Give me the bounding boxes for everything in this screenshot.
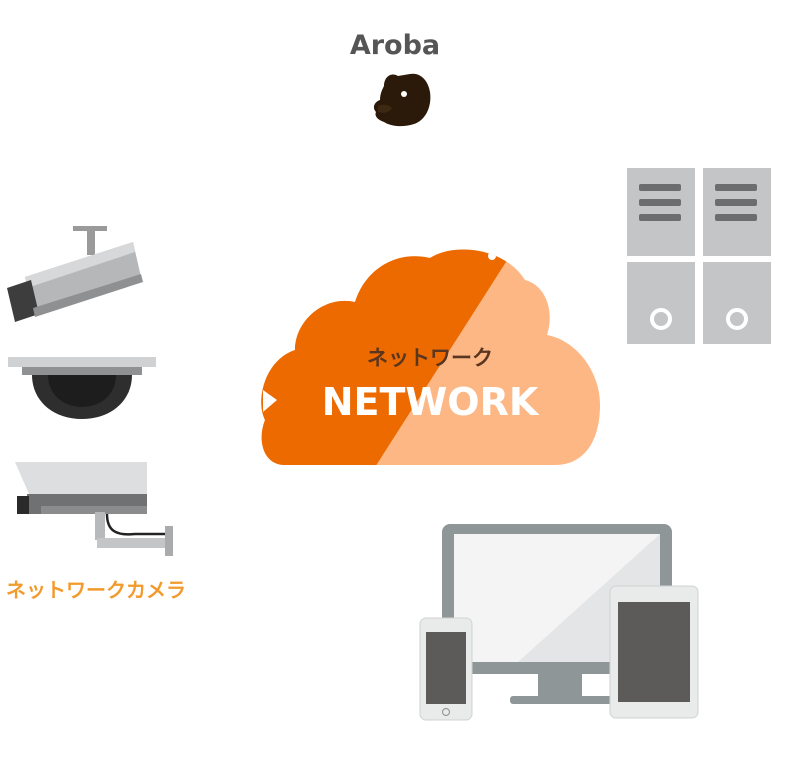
brand-name: Aroba [349, 30, 441, 61]
bear-mascot-icon [373, 73, 431, 127]
cloud-label-japanese: ネットワーク [367, 346, 493, 370]
network-camera-caption: ネットワークカメラ [6, 578, 186, 602]
cloud-label-english: NETWORK [321, 380, 539, 424]
network-cloud [261, 249, 600, 465]
client-devices-icon [419, 524, 699, 721]
box-camera-icon [15, 462, 173, 556]
server-rack-icon [627, 168, 771, 344]
bullet-camera-icon [7, 226, 143, 322]
dome-camera-icon [8, 357, 156, 419]
